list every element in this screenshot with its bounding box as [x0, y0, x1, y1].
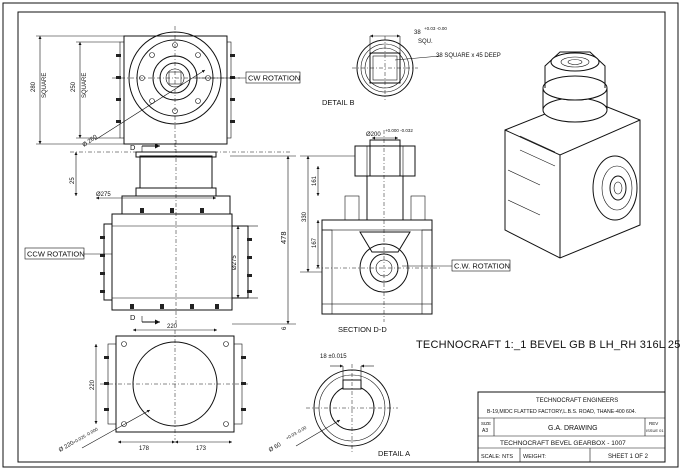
dim-25: 25 [70, 177, 76, 184]
bottom-view [81, 328, 250, 449]
inner-border [17, 11, 666, 463]
dim-167: 167 [312, 237, 318, 248]
title-block-weight: WEIGHT: [523, 454, 546, 460]
dim-38-unit: SQU. [418, 39, 433, 45]
dim-bore-60-tol: +0.03 -0.00 [285, 425, 308, 441]
dim-280-square-unit: SQUARE [42, 73, 48, 98]
isometric-view [504, 51, 641, 259]
section-dd-label: SECTION D-D [338, 325, 387, 334]
section-dd-view [300, 130, 440, 322]
dim-dia-200-tol: +0.000 -0.032 [385, 128, 413, 133]
ccw-rotation-box [24, 247, 85, 260]
cw-rotation-box-top [245, 71, 301, 84]
dim-38: 38 [414, 30, 421, 36]
title-block-size-label: SIZE [481, 421, 491, 426]
dim-178: 178 [139, 446, 150, 452]
dim-dia-260: Ø 260 [82, 134, 99, 149]
detail-b-label: DETAIL B [322, 98, 355, 107]
cw-rotation-label-section: C.W. ROTATION [454, 262, 510, 271]
title-block-part-title: TECHNOCRAFT BEVEL GEARBOX - 1007 [500, 440, 626, 447]
dim-dia-275-left: Ø275 [96, 192, 111, 198]
dim-330: 330 [302, 211, 308, 222]
main-drawing-title: TECHNOCRAFT 1:_1 BEVEL GB B LH_RH 316L 2… [416, 339, 681, 351]
dim-173: 173 [196, 446, 207, 452]
dim-38-square-depth: 38 SQUARE x 45 DEEP [436, 53, 501, 59]
dim-161: 161 [312, 175, 318, 186]
front-view [70, 140, 296, 325]
title-block-drawing-title: G.A. DRAWING [548, 425, 598, 432]
dim-220-side: 220 [90, 379, 96, 390]
dim-220-top: 220 [167, 324, 178, 330]
dim-bore-60: Ø 60 [268, 442, 283, 454]
dim-478: 478 [279, 231, 288, 244]
section-mark-d-bottom: D [130, 313, 136, 322]
title-block-address: B-19,MIDC FLATTED FACTORY,L.B.S. ROAD, T… [487, 409, 636, 415]
outer-border [2, 2, 679, 468]
dim-6: 6 [282, 326, 288, 330]
title-block-sheet: SHEET 1 OF 2 [608, 454, 649, 460]
title-block-rev-label: REV [649, 421, 658, 426]
dim-250-square: 250 [71, 81, 77, 92]
title-block-size-value: A3 [482, 428, 488, 434]
dim-dia-220-tol: +0.025 -0.000 [72, 426, 99, 445]
cw-rotation-box-section [451, 259, 511, 272]
dim-dia-200: Ø200 [366, 132, 381, 138]
ccw-rotation-label: CCW ROTATION [27, 250, 85, 259]
title-block-rev-value: ISSUE 01 [646, 428, 664, 433]
dim-250-square-unit: SQUARE [82, 73, 88, 98]
dim-key-18: 18 ±0.015 [320, 354, 347, 360]
dim-dia-275-right: Ø275 [232, 255, 238, 270]
detail-a-view [295, 364, 398, 452]
detail-a-label: DETAIL A [378, 449, 410, 458]
section-mark-d-top: D [130, 143, 136, 152]
title-block-company: TECHNOCRAFT ENGINEERS [536, 398, 618, 404]
dim-280-square: 280 [31, 81, 37, 92]
cw-rotation-label-top: CW ROTATION [248, 74, 300, 83]
title-block-scale: SCALE: NTS [481, 454, 513, 460]
title-block [477, 391, 666, 463]
detail-b-view [352, 34, 441, 100]
top-view [36, 26, 240, 150]
dim-38-tol: +0.03 -0.00 [424, 26, 447, 31]
